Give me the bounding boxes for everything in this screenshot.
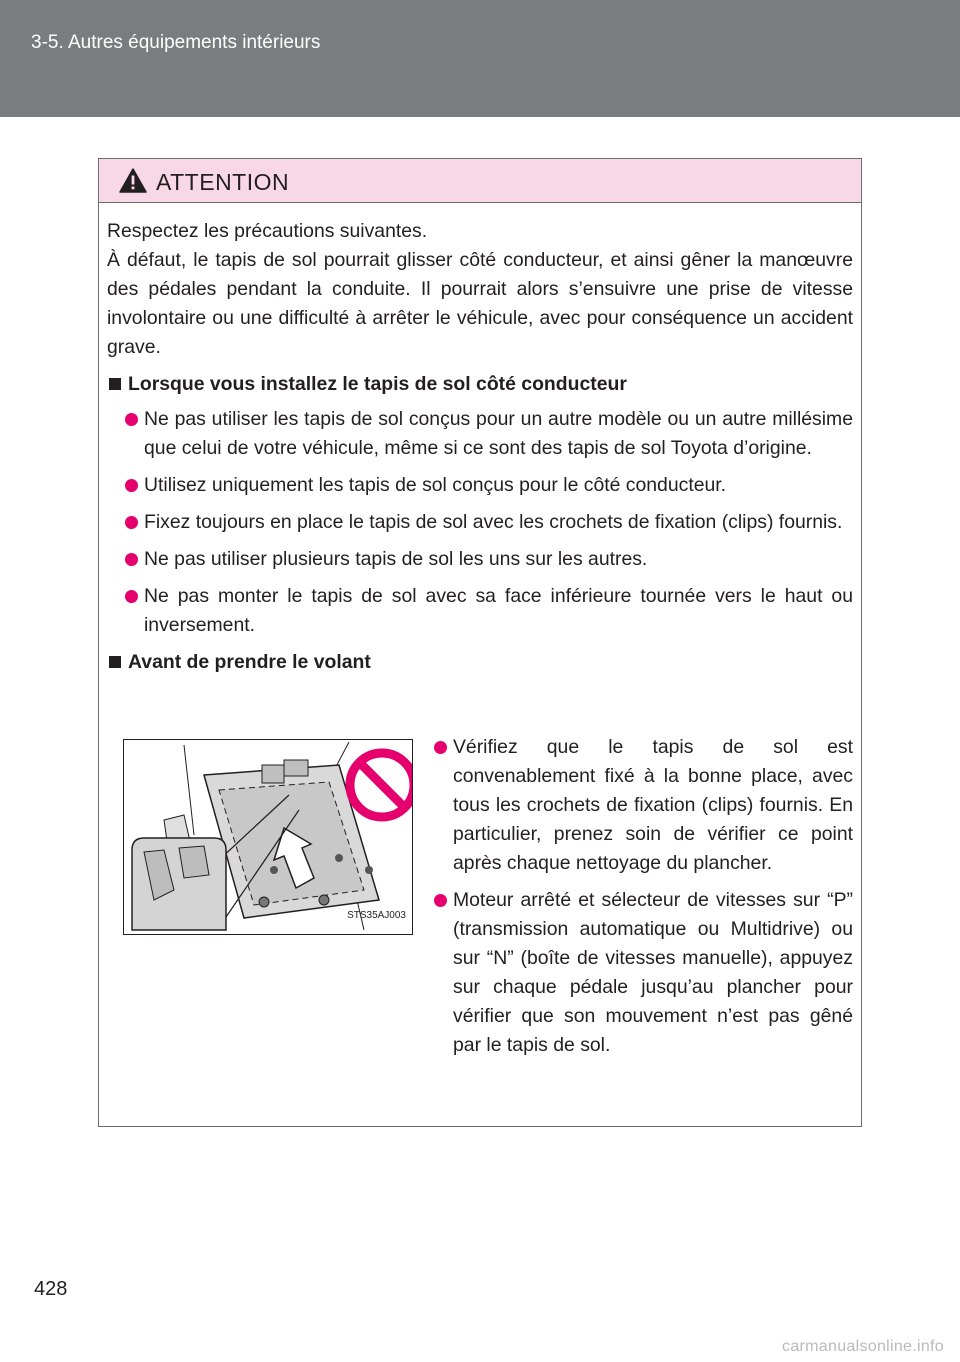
bullet-dot-icon — [125, 479, 138, 492]
intro-line: Respectez les précautions suivantes. — [107, 220, 428, 242]
bullet-dot-icon — [125, 553, 138, 566]
bullet-dot-icon — [125, 413, 138, 426]
section-heading: Lorsque vous installez le tapis de sol c… — [107, 370, 853, 399]
bullet-dot-icon — [125, 516, 138, 529]
bullet-dot-icon — [434, 741, 447, 754]
intro-paragraph: Respectez les précautions suivantes. À d… — [107, 217, 853, 362]
warning-content: Respectez les précautions suivantes. À d… — [107, 217, 853, 683]
section-title: 3-5. Autres équipements intérieurs — [31, 32, 321, 53]
warning-title: ATTENTION — [156, 169, 290, 195]
list-item: Moteur arrêté et sélecteur de vitesses s… — [434, 886, 853, 1060]
bullet-dot-icon — [125, 590, 138, 603]
warning-triangle-icon — [119, 168, 147, 193]
list-item: Ne pas utiliser plusieurs tapis de sol l… — [125, 545, 853, 574]
list-item: Vérifiez que le tapis de sol est convena… — [434, 733, 853, 878]
warning-box: ATTENTION Respectez les précautions suiv… — [98, 158, 862, 1127]
figure-code: STS35AJ003 — [347, 910, 406, 921]
square-bullet-icon — [109, 378, 121, 390]
square-bullet-icon — [109, 656, 121, 668]
section-heading: Avant de prendre le volant — [107, 648, 853, 677]
page-number: 428 — [34, 1278, 68, 1300]
floor-mat-illustration: STS35AJ003 — [123, 739, 413, 935]
intro-text: À défaut, le tapis de sol pourrait gliss… — [107, 249, 853, 358]
page-header: 3-5. Autres équipements intérieurs — [0, 0, 960, 117]
list-item: Utilisez uniquement les tapis de sol con… — [125, 471, 853, 500]
floor-mat-drawing — [131, 741, 412, 931]
list-item: Ne pas utiliser les tapis de sol conçus … — [125, 405, 853, 463]
list-item: Fixez toujours en place le tapis de sol … — [125, 508, 853, 537]
bullet-dot-icon — [434, 894, 447, 907]
watermark: carmanualsonline.info — [782, 1338, 944, 1355]
list-item: Ne pas monter le tapis de sol avec sa fa… — [125, 582, 853, 640]
figure-side-text: Vérifiez que le tapis de sol est convena… — [434, 733, 853, 1068]
warning-box-header: ATTENTION — [99, 159, 861, 203]
